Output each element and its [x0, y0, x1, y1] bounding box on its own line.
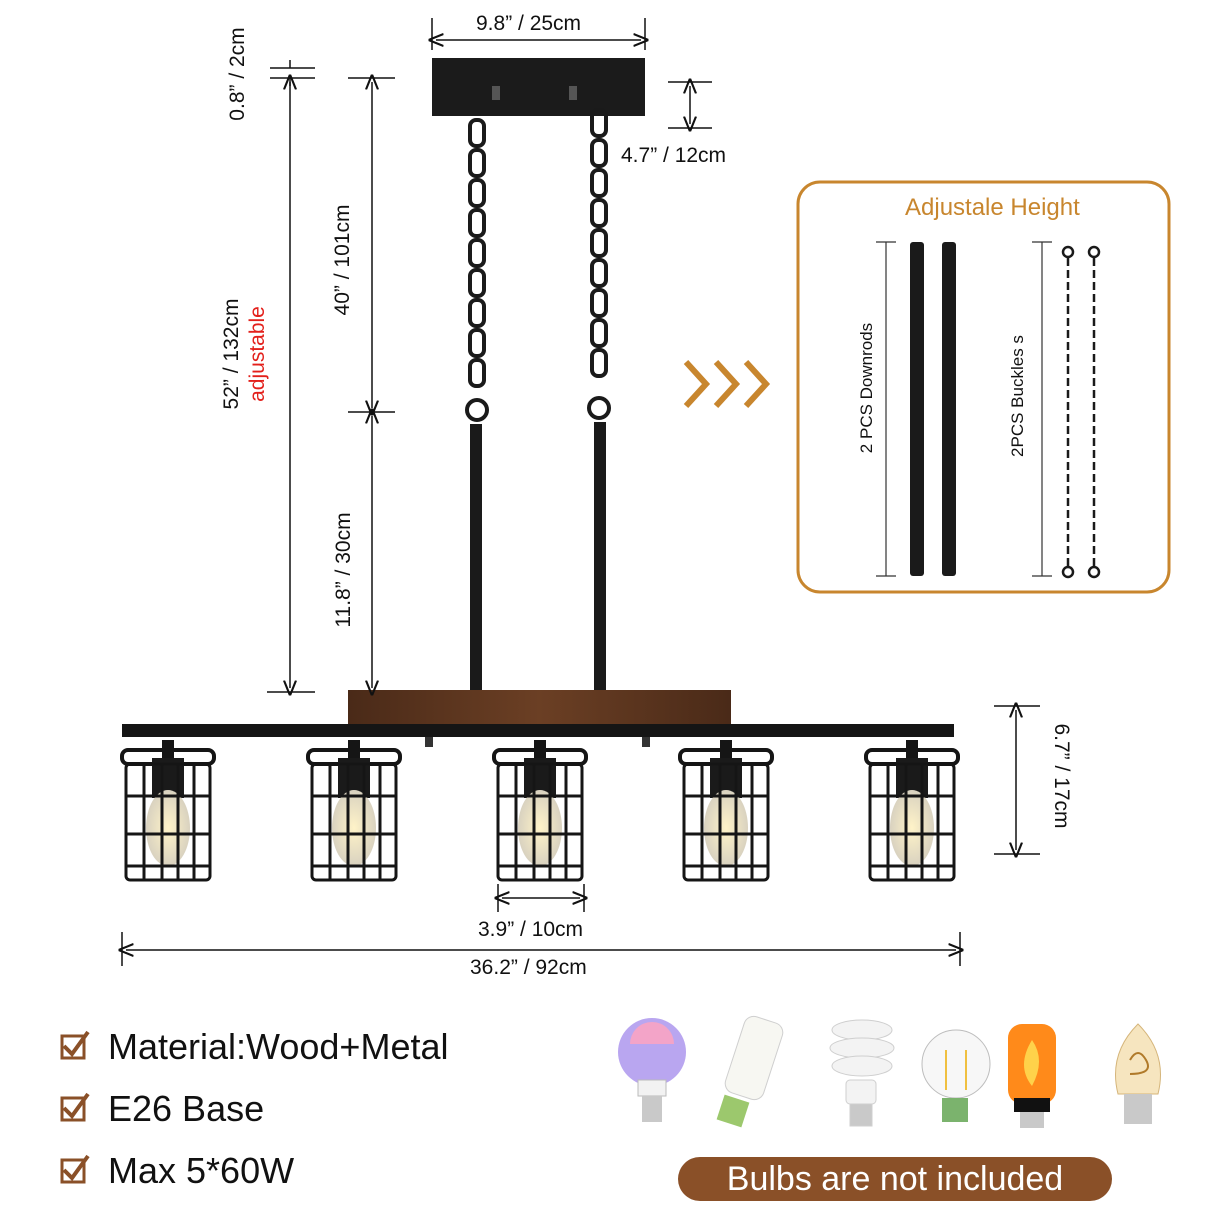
feature-label: E26 Base: [108, 1088, 265, 1129]
cage-lamp-5: [864, 740, 960, 882]
total-width-label: 36.2” / 92cm: [470, 956, 587, 979]
bulb-smart-rgb-icon: [618, 1018, 686, 1122]
bulbs-not-included-banner: Bulbs are not included: [678, 1157, 1112, 1201]
canopy: [432, 58, 645, 116]
shade-width-label: 3.9” / 10cm: [478, 918, 584, 941]
bulb-vintage-st64-icon: [1115, 1023, 1161, 1124]
total-height-label: 52” / 132cm: [220, 298, 243, 410]
downrods-label: 2 PCS Downrods: [857, 322, 876, 454]
feature-material: Material:Wood+Metal: [108, 1026, 449, 1068]
adjustable-label: adjustable: [246, 306, 269, 402]
feature-wattage: Max 5*60W: [108, 1150, 294, 1192]
cage-lamp-1: [120, 740, 216, 882]
chain-length-label: 40” / 101cm: [331, 204, 354, 316]
downrods: [470, 422, 606, 692]
chain-left: [465, 118, 489, 422]
checkmark-icon: [60, 1030, 90, 1184]
panel-title: Adjustale Height: [905, 194, 1080, 221]
chevron-right-icon: [683, 359, 771, 409]
bulb-corn-led-icon: [716, 1015, 784, 1128]
feature-label: Material:Wood+Metal: [108, 1026, 449, 1067]
bulb-cfl-spiral-icon: [829, 1019, 895, 1127]
dimension-lines: [122, 18, 1040, 966]
chain-right: [587, 108, 611, 420]
canopy-width-label: 9.8” / 25cm: [476, 12, 582, 35]
canopy-height-label: 4.7” / 12cm: [621, 144, 727, 167]
bulb-filament-a19-icon: [921, 1029, 991, 1122]
shade-height-label: 6.7” / 17cm: [1050, 723, 1073, 829]
bulb-flame-effect-icon: [1008, 1024, 1056, 1128]
feature-base: E26 Base: [108, 1088, 264, 1130]
feature-label: Max 5*60W: [108, 1150, 295, 1191]
cage-lamp-2: [306, 740, 402, 882]
adjustable-height-panel: [796, 180, 1171, 594]
cage-lamp-3: [492, 740, 588, 882]
cage-lamp-4: [678, 740, 774, 882]
rod-length-label: 11.8” / 30cm: [332, 512, 355, 628]
canopy-gap-label: 0.8” / 2cm: [226, 27, 249, 121]
fixture-bar: [122, 690, 954, 747]
buckles-label: 2PCS Buckles s: [1008, 335, 1027, 457]
